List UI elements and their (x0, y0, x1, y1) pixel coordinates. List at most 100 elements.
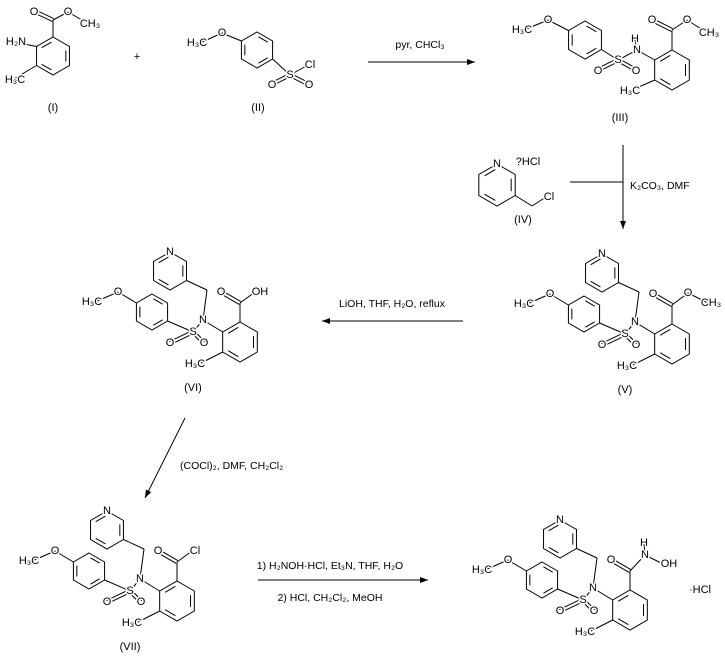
single-bond (54, 550, 74, 563)
bond-line (618, 58, 638, 70)
ring-outline (612, 589, 648, 631)
carbonyl-oxygen: O (154, 545, 163, 557)
single-bond (643, 542, 646, 556)
single-bond (199, 32, 223, 44)
pyridine-nitrogen: N (556, 514, 564, 526)
benzoyl-ring (159, 580, 195, 622)
single-bond (167, 320, 194, 333)
inner-double-bond (543, 587, 553, 594)
inner-double-bond (164, 609, 176, 617)
bond-line (652, 18, 673, 30)
compound-label: (V) (618, 384, 633, 396)
bond-line (651, 20, 672, 32)
bond-line (597, 58, 618, 70)
ester-oxygen: O (64, 6, 73, 18)
methoxy-oxygen: O (218, 27, 227, 39)
single-bond (123, 539, 145, 550)
sulfonamide-nitrogen: N (631, 316, 639, 328)
hydroxamic-nitrogen: N (641, 549, 649, 561)
sulfonyl-oxygen: O (200, 337, 209, 349)
sulfonyl-oxygen: O (556, 605, 565, 617)
carbonyl-oxygen: O (217, 286, 226, 298)
single-bond (631, 79, 655, 91)
single-bond (617, 49, 638, 61)
ring-outline (525, 561, 559, 599)
inner-double-bond (617, 594, 629, 602)
reagents-step-3: LiOH, THF, H₂O, reflux (339, 298, 446, 310)
inner-double-bond (153, 319, 163, 326)
sulfonyl-oxygen: O (137, 596, 146, 608)
single-bond (176, 550, 193, 563)
bonds-layer (11, 10, 709, 632)
single-bond (618, 282, 640, 293)
bond-line (191, 332, 204, 345)
carbonyl-double-bond (651, 292, 674, 307)
sulfur-atom: S (621, 328, 628, 340)
methoxyphenyl-ring (525, 561, 559, 599)
ring-outline (543, 519, 577, 559)
inner-double-bond (227, 326, 239, 334)
ring-outline (585, 253, 619, 293)
methoxy-oxygen: O (504, 554, 513, 566)
sulfonyl-double-bond (271, 73, 291, 86)
hydroxamic-hydrogen: H (640, 537, 648, 549)
carbonyl-double-bond (219, 290, 242, 305)
sulfur-atom: S (286, 69, 293, 81)
methoxy-methyl: H₃C (19, 555, 39, 567)
bond-line (625, 332, 638, 345)
inner-double-bond (617, 618, 629, 626)
benzene-ring (240, 31, 274, 69)
single-bond (272, 58, 291, 76)
bond-line (169, 330, 193, 343)
reaction-arrow-5 (258, 577, 428, 583)
single-bond (137, 610, 160, 623)
bond-line (609, 560, 630, 573)
single-bond (686, 19, 707, 33)
ring-outline (568, 20, 602, 60)
inner-double-bond (548, 524, 559, 532)
sulfonyl-oxygen: O (305, 79, 314, 91)
pyridine-nitrogen: N (166, 246, 174, 258)
bond-line (271, 73, 290, 84)
sulfonyl-double-bond (581, 598, 596, 613)
methyl-group: H₃C (620, 85, 640, 97)
ring-outline (90, 510, 124, 550)
sulfonamide-nitrogen: N (633, 44, 641, 56)
bond-line (221, 290, 242, 303)
pyridine-ring (153, 251, 187, 291)
single-bond (592, 587, 613, 601)
inner-double-bond (659, 352, 671, 360)
single-bond (582, 587, 594, 601)
single-bond (104, 579, 131, 592)
single-bond (636, 49, 655, 61)
single-bond (671, 19, 688, 31)
single-bond (186, 280, 208, 291)
inner-double-bond (585, 321, 595, 328)
methoxyphenyl-ring (135, 293, 169, 331)
arrowhead-icon (322, 318, 330, 324)
single-bond (13, 41, 37, 47)
ring-outline (159, 580, 195, 622)
single-bond (200, 351, 223, 364)
reagents-step-4: (COCl)₂, DMF, CH₂Cl₂ (180, 460, 283, 472)
carbonyl-oxygen: O (607, 554, 616, 566)
pyridine-ring (585, 253, 619, 293)
ester-oxygen: O (683, 14, 692, 26)
methyl-group: H₃C (575, 626, 595, 638)
methoxyphenyl-ring (72, 552, 106, 590)
arrow-shaft (144, 417, 186, 499)
single-bond (221, 32, 242, 42)
sulfonyl-oxygen: O (594, 65, 603, 77)
ester-methyl: CH₃ (80, 18, 100, 30)
bond-line (36, 10, 54, 20)
bond-line (156, 551, 177, 564)
carbonyl-oxygen: O (649, 288, 658, 300)
compound-label-I: (I) (48, 102, 58, 114)
inner-double-bond (659, 328, 671, 336)
inner-double-bond (258, 36, 268, 43)
bond-line (611, 558, 632, 571)
sulfur-atom: S (126, 585, 133, 597)
single-bond (139, 548, 145, 580)
single-bond (526, 293, 551, 305)
bond-line (106, 589, 130, 602)
